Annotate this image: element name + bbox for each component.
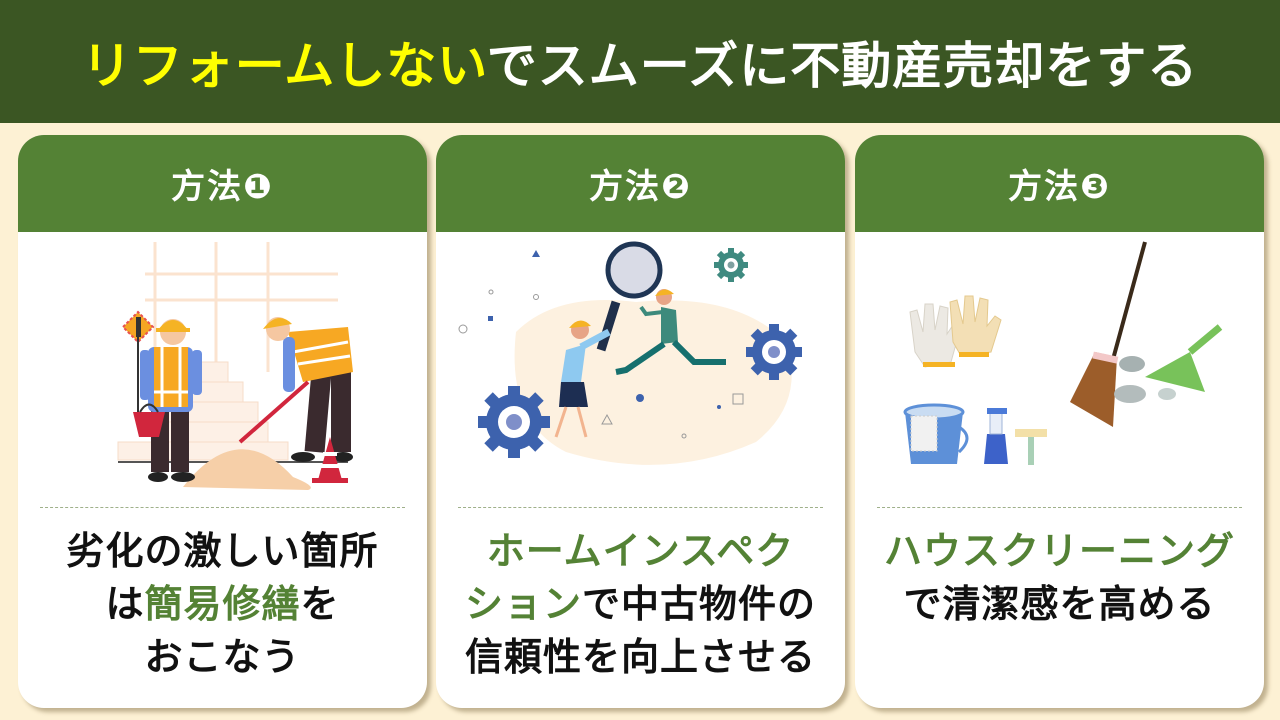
card-header: 方法❷ [436, 135, 845, 232]
page-title: リフォームしないでスムーズに不動産売却をする [82, 26, 1199, 98]
accent-text: ション [464, 582, 582, 626]
card-description: ホームインスペク ションで中古物件の 信頼性を向上させる [436, 525, 845, 684]
card-header: 方法❸ [855, 135, 1264, 232]
desc-line: は簡易修繕を [105, 582, 340, 626]
home-inspection-illustration [436, 232, 845, 507]
construction-workers-illustration [18, 232, 427, 507]
method-card-3: 方法❸ [855, 135, 1264, 708]
title-bar: リフォームしないでスムーズに不動産売却をする [0, 0, 1280, 123]
desc-line: ションで中古物件の [464, 582, 817, 626]
method-card-2: 方法❷ [436, 135, 845, 708]
desc-line: おこなう [144, 635, 301, 679]
card-divider [458, 507, 823, 508]
desc-line: で清潔感を高める [903, 582, 1216, 626]
card-divider [877, 507, 1242, 508]
card-description: ハウスクリーニング で清潔感を高める [855, 525, 1264, 631]
title-highlight: リフォームしない [81, 36, 487, 95]
accent-text: 簡易修繕 [144, 582, 301, 626]
accent-text: ホームインスペク [486, 529, 795, 573]
desc-line: ホームインスペク [436, 525, 845, 578]
title-rest: でスムーズに不動産売却をする [486, 36, 1199, 95]
desc-line: 信頼性を向上させる [464, 635, 816, 679]
method-card-1: 方法❶ [18, 135, 427, 708]
desc-line: 劣化の激しい箇所 [66, 529, 379, 573]
cleaning-tools-illustration [855, 232, 1264, 507]
card-divider [40, 507, 405, 508]
card-description: 劣化の激しい箇所 は簡易修繕を おこなう [18, 525, 427, 684]
card-header: 方法❶ [18, 135, 427, 232]
desc-line: ハウスクリーニング [855, 525, 1264, 578]
accent-text: ハウスクリーニング [883, 529, 1235, 573]
